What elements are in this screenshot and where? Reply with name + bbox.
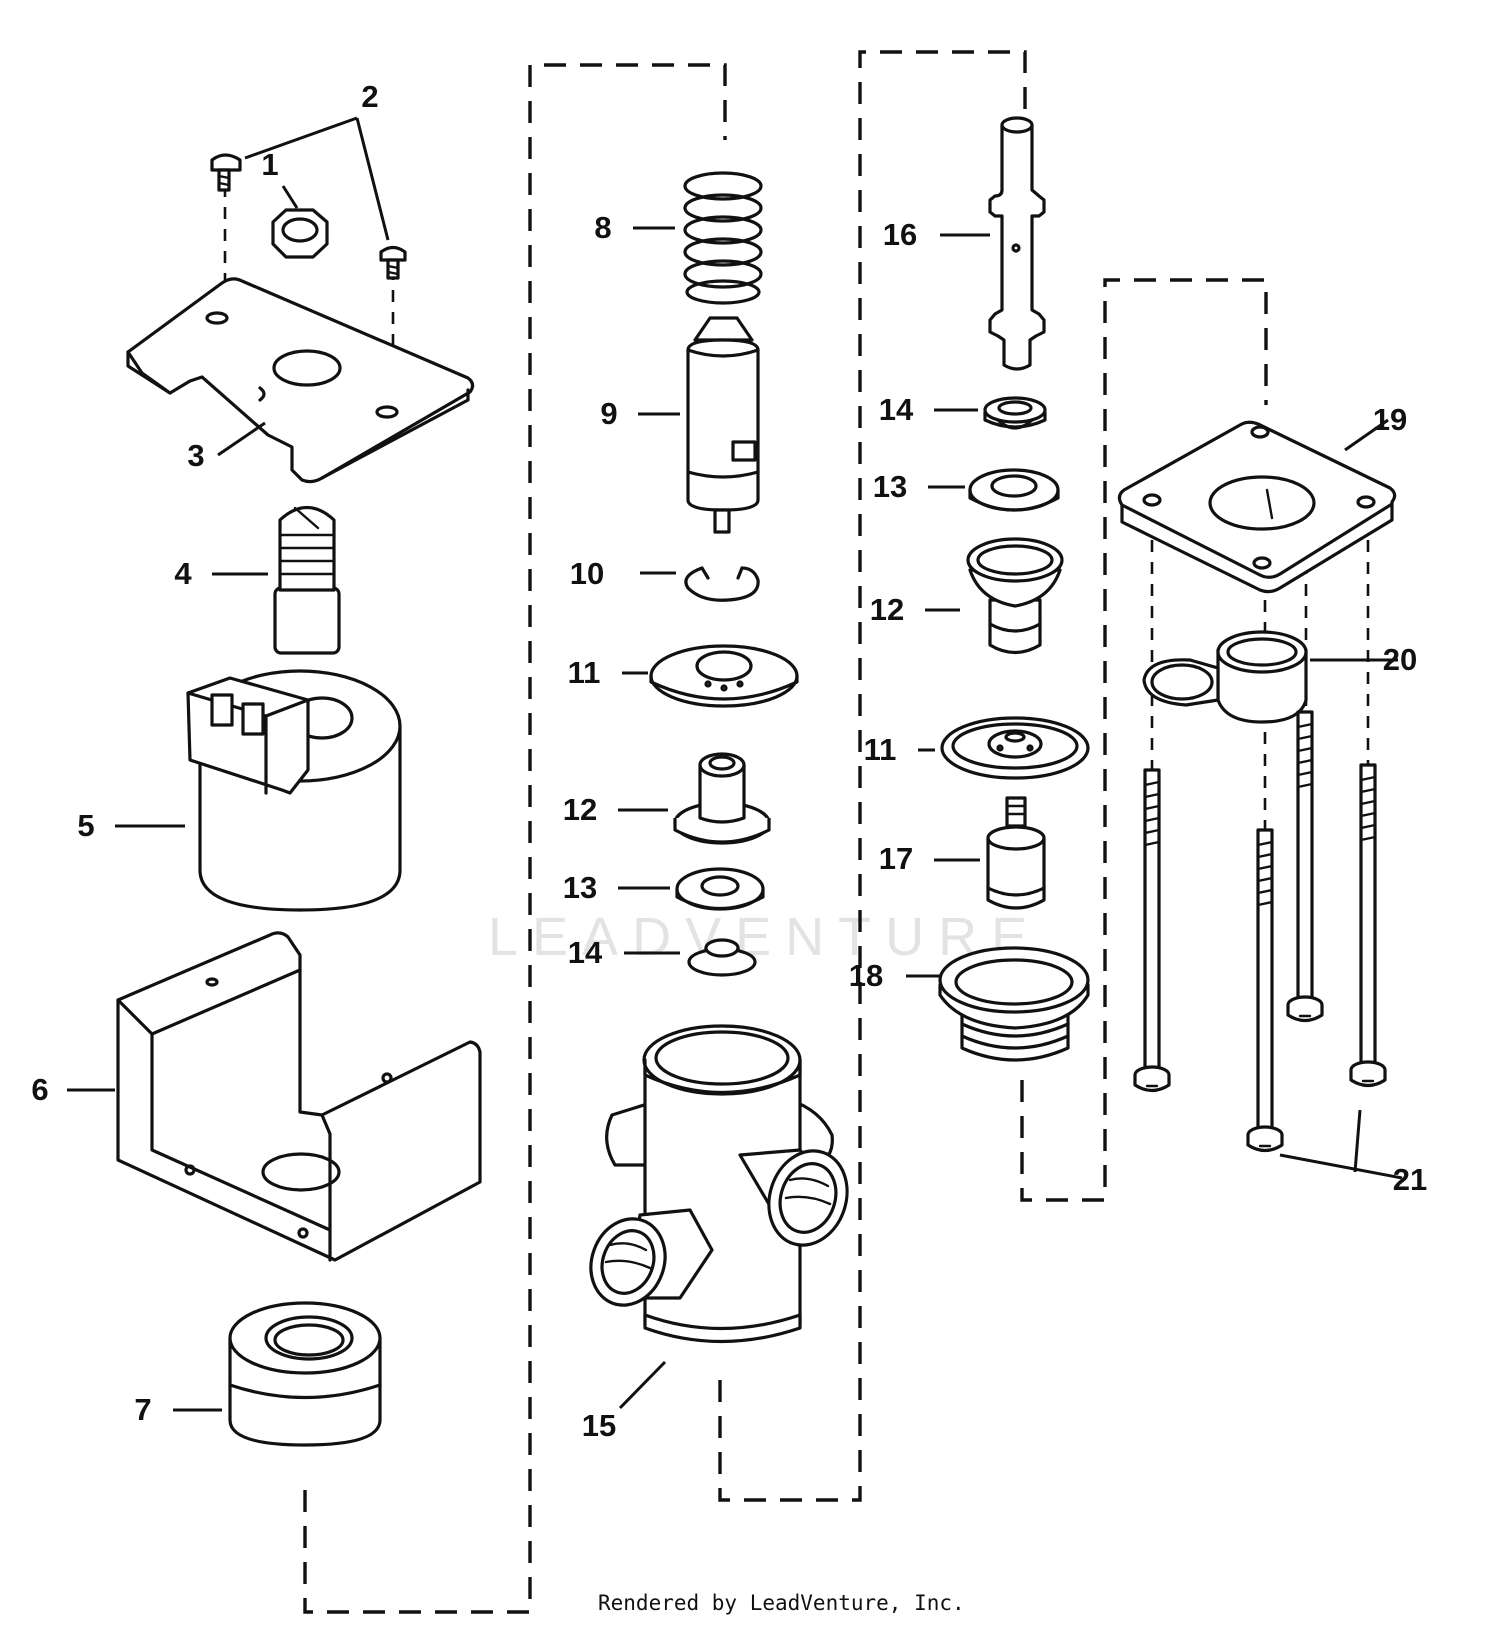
part-11-diaphragm-lower [649, 644, 799, 708]
callout-c5: 5 [77, 808, 94, 843]
callout-c14b: 14 [879, 392, 914, 427]
part-13-washer-lower [675, 867, 765, 911]
part-2-screws [210, 153, 407, 280]
callout-c1: 1 [261, 147, 278, 182]
callout-c7: 7 [134, 1392, 151, 1427]
part-5-solenoid-coil [186, 669, 402, 912]
part-1-hex-nut [271, 208, 329, 259]
watermark: LEADVENTURE [488, 907, 1041, 967]
part-21-bolts [1133, 710, 1387, 1153]
part-7-base-nut [228, 1301, 382, 1447]
part-17-pilot-plug [986, 796, 1046, 910]
callout-c16: 16 [883, 217, 917, 252]
part-6-bracket [116, 931, 482, 1262]
guide-loop-left [303, 63, 727, 1614]
part-20-gasket [1142, 630, 1308, 724]
part-4-plunger-stud [273, 506, 341, 655]
callout-c14a: 14 [568, 935, 603, 970]
part-12-seat-upper [966, 537, 1064, 655]
credit-text: Rendered by LeadVenture, Inc. [598, 1591, 965, 1615]
leader-lines [67, 116, 1403, 1412]
assembly-guide-lines [223, 50, 1370, 1614]
callout-c3: 3 [187, 438, 204, 473]
callout-c12b: 12 [870, 592, 904, 627]
part-10-retaining-clip [684, 566, 760, 602]
callout-c2: 2 [361, 79, 378, 114]
callout-c10: 10 [570, 556, 604, 591]
part-13-washer-upper [968, 468, 1060, 512]
callout-c4: 4 [174, 556, 192, 591]
part-16-valve-stem [988, 116, 1046, 371]
callout-c17: 17 [879, 841, 913, 876]
callout-c20: 20 [1383, 642, 1417, 677]
part-3-mounting-plate [126, 277, 475, 484]
part-14-bushing-lower [687, 938, 757, 977]
callout-c19: 19 [1373, 402, 1407, 437]
callout-c13b: 13 [873, 469, 907, 504]
callout-labels: 1234567891011121314151614131211171819202… [31, 79, 1427, 1443]
part-12-seat-lower [673, 752, 771, 845]
part-15-valve-body [589, 1024, 849, 1344]
callout-c21: 21 [1393, 1162, 1427, 1197]
part-11-diaphragm-upper [940, 716, 1090, 780]
guide-loop-middle [718, 50, 1027, 1502]
watermark-text: LEADVENTURE [488, 907, 1041, 967]
part-14-bushing-upper [983, 396, 1047, 430]
part-18-seat-nut [938, 946, 1090, 1062]
callout-c6: 6 [31, 1072, 48, 1107]
callout-c18: 18 [849, 958, 883, 993]
callout-c8: 8 [594, 210, 611, 245]
part-19-gasket-plate [1117, 420, 1397, 594]
callout-c13a: 13 [563, 870, 597, 905]
guide-loop-right [1020, 278, 1268, 1202]
callout-c11a: 11 [568, 655, 601, 690]
callout-c15: 15 [582, 1408, 616, 1443]
part-9-plunger [686, 316, 760, 534]
part-8-spring [683, 171, 763, 305]
callout-c9: 9 [600, 396, 617, 431]
callout-c12a: 12 [563, 792, 597, 827]
callout-c11b: 11 [864, 732, 897, 767]
